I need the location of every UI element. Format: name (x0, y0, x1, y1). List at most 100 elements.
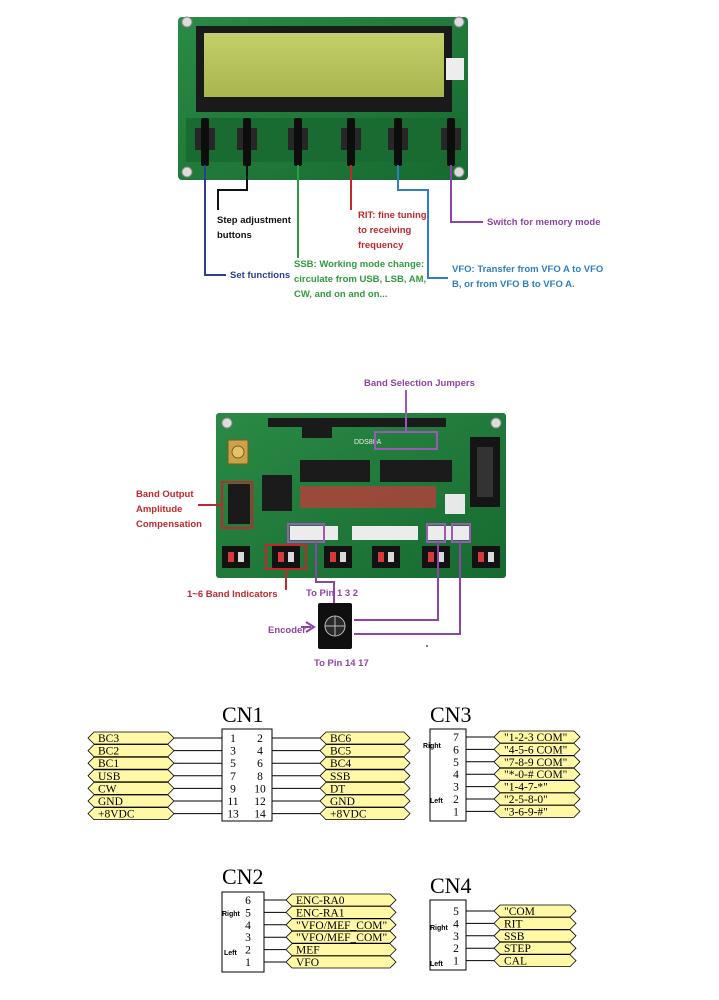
tact-button-stem (347, 118, 355, 166)
signal-tag (87, 807, 175, 820)
control-panel-photo (178, 16, 468, 180)
band-led-red (478, 552, 484, 562)
encoder-arrow-icon (301, 621, 316, 633)
signal-label: GND (330, 796, 355, 808)
pin-number: 14 (254, 809, 266, 821)
tact-buttons (195, 118, 461, 166)
encoder-pin-frame (287, 523, 325, 543)
cn1-body (221, 728, 273, 822)
pin-number: 3 (230, 746, 236, 758)
step-line (217, 165, 248, 210)
signal-label: DT (330, 783, 345, 795)
vfo-line (397, 165, 448, 279)
cn3-diagram: CN3 Right Left 7"1-2-3 COM"6"4-5-6 COM"5… (423, 702, 581, 822)
pin-number: 1 (245, 957, 251, 969)
jumpers-label: Band Selection Jumpers (364, 378, 475, 389)
signal-label: SSB (330, 771, 351, 783)
mount-hole (181, 166, 193, 178)
band-led (222, 546, 250, 568)
band-led (324, 546, 352, 568)
pin14-frame (426, 523, 446, 543)
regulator (302, 420, 332, 438)
pin-number: 7 (230, 771, 236, 783)
signal-label: ENC-RA0 (296, 895, 345, 907)
band-led-red (428, 552, 434, 562)
band-led-white (388, 552, 394, 562)
pin-number: 4 (453, 769, 459, 781)
signal-label: ENC-RA1 (296, 907, 345, 919)
cn3-title: CN3 (430, 702, 472, 727)
signal-label: SSB (504, 931, 525, 943)
button-row-area (186, 118, 462, 162)
encoder-top-line (315, 542, 335, 604)
sma-center (231, 445, 245, 459)
pin-number: 6 (453, 744, 459, 756)
cn2-body (221, 891, 265, 973)
ic-right (380, 460, 452, 482)
signal-label: STEP (504, 943, 531, 955)
cn-connector-3 (428, 526, 470, 540)
set-label: Set functions (230, 270, 290, 281)
board-name: DDS80A (354, 439, 382, 446)
tact-button-stem (394, 118, 402, 166)
signal-label: "3-6-9-#" (504, 806, 548, 818)
pin-number: 2 (245, 945, 251, 957)
cn2-title: CN2 (222, 864, 264, 889)
signal-label: +8VDC (98, 809, 135, 821)
signal-label: "VFO/MEF_COM" (296, 932, 387, 944)
band-led (472, 546, 500, 568)
cn-connector-1 (290, 526, 338, 540)
band-led-white (238, 552, 244, 562)
signal-tag (87, 744, 175, 757)
pin-number: 5 (453, 757, 459, 769)
cn-connector-4 (445, 494, 465, 514)
signal-label: BC4 (330, 758, 351, 770)
pin-number: 5 (230, 758, 236, 770)
band-led-red (378, 552, 384, 562)
signal-label: GND (98, 796, 123, 808)
band-led (422, 546, 450, 568)
pin-number: 4 (257, 746, 263, 758)
mount-hole (453, 166, 465, 178)
pin-header-top (268, 418, 446, 427)
pin-number: 6 (245, 895, 251, 907)
signal-label: BC2 (98, 746, 119, 758)
idc-slot (477, 447, 493, 497)
signal-label: BC1 (98, 758, 119, 770)
cn2-left-label: Left (224, 950, 238, 957)
set-functions-line (204, 165, 226, 276)
pin-number: 3 (453, 782, 459, 794)
pin-number: 1 (453, 806, 459, 818)
signal-label: "VFO/MEF_COM" (296, 920, 387, 932)
signal-label: "1-2-3 COM" (504, 732, 567, 744)
signal-label: USB (98, 771, 121, 783)
pin17-line (354, 542, 461, 635)
cn3-right-label: Right (423, 743, 442, 750)
band-led-red (278, 552, 284, 562)
band-led (372, 546, 400, 568)
pin-number: 6 (257, 758, 263, 770)
band-indicators (222, 546, 500, 568)
cn4-body (429, 899, 467, 971)
mount-hole (490, 417, 502, 429)
memory-line (450, 165, 483, 223)
signal-label: "2-5-8-0" (504, 794, 548, 806)
cn4-right-label: Right (430, 925, 449, 932)
signal-tag (87, 731, 175, 745)
pin-number: 3 (245, 932, 251, 944)
pin-number: 3 (453, 931, 459, 943)
tact-button-stem (294, 118, 302, 166)
signal-label: MEF (296, 945, 320, 957)
to-pin-top-label: To Pin 1 3 2 (306, 588, 358, 599)
signal-tag (87, 794, 175, 808)
